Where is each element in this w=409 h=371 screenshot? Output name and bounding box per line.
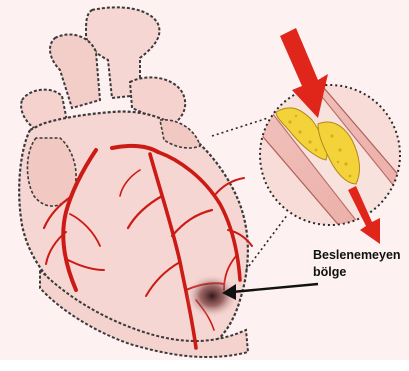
callout-label-line-1: Beslenemeyen (313, 247, 401, 264)
callout-label: Beslenemeyen bölge (313, 247, 401, 281)
callout-label-line-2: bölge (313, 264, 401, 281)
